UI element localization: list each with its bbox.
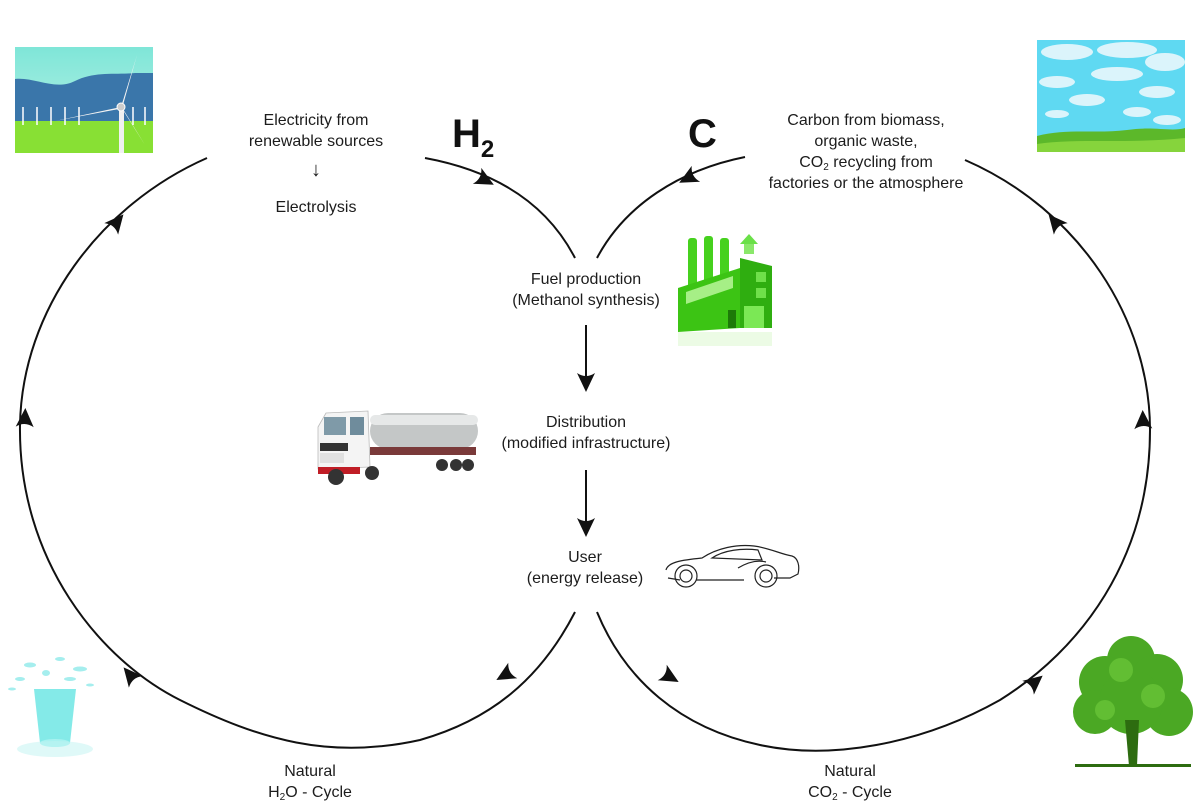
co2-cycle-label: Natural CO2 - Cycle (790, 761, 910, 803)
arrowhead-carbon (674, 165, 701, 191)
arrowhead-left-upper (104, 208, 131, 235)
h2o-cycle-line1: Natural (284, 763, 336, 780)
co2-co: CO (808, 784, 833, 801)
user-line1: User (568, 549, 602, 566)
factory-icon (678, 234, 772, 346)
electrolysis-label: Electrolysis (275, 199, 357, 216)
distribution-line1: Distribution (545, 414, 627, 431)
co2-cycle-subscript: 2 (832, 792, 838, 803)
water-glass-icon (8, 657, 94, 757)
carbon-label-line4: factories or the atmosphere (768, 175, 964, 192)
arrowhead-right-upper (1041, 208, 1068, 235)
h2o-cycle-left-arc (18, 157, 576, 749)
arrowhead-right-lower (1022, 668, 1049, 695)
h2-symbol-sub: 2 (480, 136, 495, 163)
fuel-production-line2: (Methanol synthesis) (512, 292, 660, 309)
h2-symbol-main: H (452, 112, 481, 156)
h2o-subscript: 2 (279, 792, 286, 803)
carbon-label-line3: CO2 recycling from (746, 152, 986, 173)
co2-rest: - Cycle (837, 784, 892, 801)
wind-farm-icon (15, 47, 153, 153)
h2o-cycle-label: Natural H2O - Cycle (250, 761, 370, 803)
co2-cycle-right-arc (596, 159, 1152, 752)
tanker-truck-icon (317, 410, 478, 485)
user-label: User (energy release) (510, 547, 660, 589)
carbon-arc (596, 156, 746, 259)
distribution-label: Distribution (modified infrastructure) (478, 412, 694, 454)
h2-arc (424, 157, 576, 259)
arrowhead-user-right (657, 664, 684, 690)
distribution-line2: (modified infrastructure) (501, 435, 671, 452)
fuel-production-label: Fuel production (Methanol synthesis) (490, 269, 682, 311)
h2o-h: H (268, 784, 280, 801)
co2-subscript: 2 (823, 162, 829, 173)
electrolysis-arrow-icon: ↓ (311, 159, 321, 181)
tree-icon (1073, 636, 1193, 767)
electricity-label-line2: renewable sources (248, 133, 384, 150)
sky-icon (1037, 40, 1185, 152)
carbon-source-label: Carbon from biomass, organic waste, CO2 … (746, 110, 986, 194)
co2-cycle-line2: CO2 - Cycle (790, 782, 910, 803)
h2o-rest: O - Cycle (285, 784, 352, 801)
user-line2: (energy release) (526, 570, 644, 587)
electricity-label-line1: Electricity from (263, 112, 369, 129)
carbon-symbol: C (688, 112, 717, 156)
co2-text: CO (799, 154, 824, 171)
co2-cycle-line1: Natural (824, 763, 876, 780)
arrowhead-user-left (491, 662, 518, 688)
sports-car-icon (665, 544, 800, 588)
arrowhead-left-middle (15, 407, 35, 428)
h2-symbol: H2 (452, 114, 494, 170)
fuel-production-line1: Fuel production (530, 271, 642, 288)
h2o-cycle-line2: H2O - Cycle (250, 782, 370, 803)
carbon-label-line2: organic waste, (814, 133, 918, 150)
recycling-text: recycling from (828, 154, 933, 171)
electricity-label: Electricity from renewable sources (228, 110, 404, 152)
carbon-label-line1: Carbon from biomass, (787, 112, 945, 129)
